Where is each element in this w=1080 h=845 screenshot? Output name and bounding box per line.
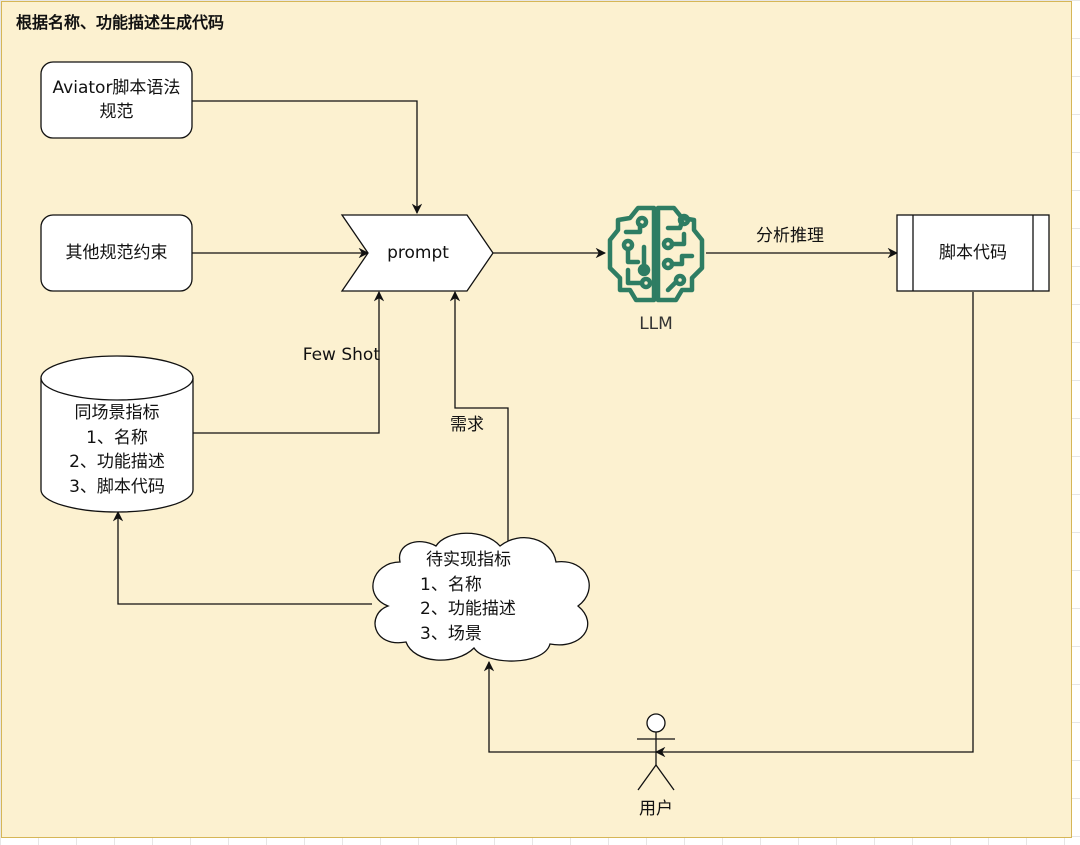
prompt-label: prompt	[387, 243, 449, 263]
script-code-label: 脚本代码	[939, 243, 1007, 263]
edge-label-few-shot: Few Shot	[302, 345, 380, 365]
node-aviator-spec[interactable]	[40, 61, 193, 139]
node-prompt[interactable]	[340, 214, 494, 292]
node-script-code[interactable]	[896, 214, 1050, 292]
edge-aviator-to-prompt[interactable]	[192, 100, 423, 215]
node-other-spec[interactable]	[40, 214, 193, 292]
pending-line-4: 3、场景	[420, 623, 482, 644]
aviator-spec-line-1: Aviator脚本语法	[52, 78, 181, 98]
edge-db-to-prompt[interactable]	[192, 290, 385, 434]
diagram-title: 根据名称、功能描述生成代码	[16, 13, 225, 32]
edge-user-to-pending[interactable]	[483, 660, 656, 753]
db-line-3: 2、功能描述	[69, 452, 165, 472]
db-line-2: 1、名称	[86, 427, 148, 448]
user-label: 用户	[639, 799, 673, 819]
db-line-4: 3、脚本代码	[69, 476, 165, 497]
edge-pending-to-db[interactable]	[112, 510, 372, 605]
edge-pending-to-prompt[interactable]	[449, 290, 509, 548]
pending-line-1: 待实现指标	[426, 550, 511, 570]
db-line-1: 同场景指标	[74, 403, 160, 423]
pending-line-2: 1、名称	[420, 574, 482, 595]
node-pending-metric[interactable]	[372, 532, 590, 662]
llm-label: LLM	[639, 314, 673, 334]
other-spec-label: 其他规范约束	[65, 243, 168, 263]
edge-label-requirement: 需求	[450, 415, 484, 435]
aviator-spec-line-2: 规范	[99, 102, 134, 122]
node-same-scene-db[interactable]	[40, 355, 194, 513]
actor-icon[interactable]	[637, 713, 675, 791]
aviator-spec-label: Aviator脚本语法 规范	[41, 62, 192, 138]
pending-line-3: 2、功能描述	[420, 599, 516, 619]
edge-label-analysis: 分析推理	[756, 226, 824, 246]
same-scene-db-label: 同场景指标 1、名称 2、功能描述 3、脚本代码	[41, 401, 193, 499]
edge-code-to-user[interactable]	[654, 292, 974, 758]
brain-circuit-icon	[607, 205, 705, 303]
pending-metric-label: 待实现指标 1、名称 2、功能描述 3、场景	[412, 548, 552, 646]
